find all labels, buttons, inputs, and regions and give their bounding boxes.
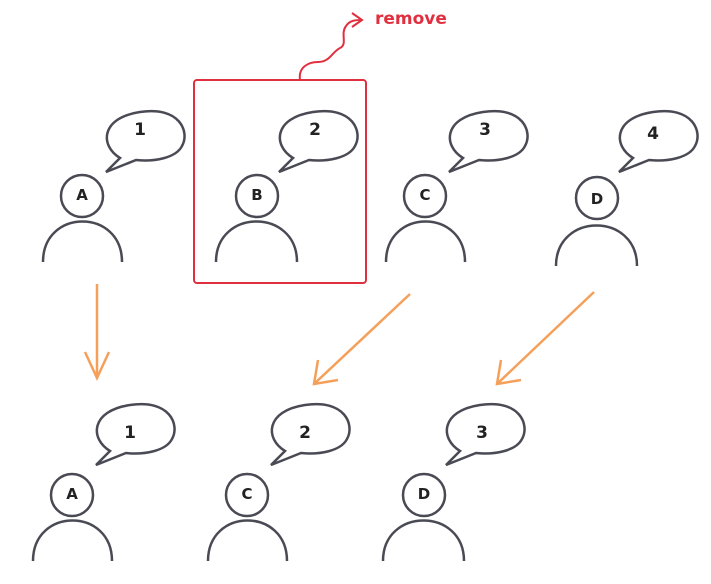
head-letter: B — [251, 186, 263, 204]
bottom-person-1: 1 A — [30, 393, 180, 573]
shoulders-icon — [381, 519, 466, 562]
bubble-number: 3 — [479, 120, 491, 140]
speech-bubble-icon — [278, 109, 359, 174]
speech-bubble-icon — [270, 402, 351, 467]
shoulders-icon — [31, 519, 114, 562]
bubble-number: 4 — [647, 124, 659, 144]
person-icon — [381, 402, 526, 562]
head-letter: D — [417, 485, 431, 503]
person-icon — [384, 109, 529, 263]
speech-bubble-icon — [448, 109, 529, 174]
head-icon — [234, 173, 280, 219]
head-icon — [49, 472, 95, 518]
bubble-number: 1 — [124, 423, 136, 443]
person-icon — [214, 109, 359, 263]
shoulders-icon — [384, 220, 467, 263]
head-icon — [224, 472, 270, 518]
shoulders-icon — [206, 519, 289, 562]
head-letter: C — [241, 485, 253, 503]
remove-arrow-icon — [351, 12, 364, 28]
bubble-number: 1 — [134, 120, 146, 140]
person-icon — [31, 402, 176, 562]
top-person-3: 3 C — [383, 100, 533, 280]
speech-bubble-icon — [445, 402, 526, 467]
head-icon — [574, 175, 620, 221]
person-icon — [206, 402, 351, 562]
bottom-person-3: 3 D — [380, 393, 530, 573]
bubble-number: 3 — [476, 423, 488, 443]
bubble-number: 2 — [309, 120, 321, 140]
head-letter: A — [76, 186, 88, 204]
speech-bubble-icon — [105, 109, 186, 174]
arrow-c — [312, 293, 411, 386]
head-icon — [59, 173, 105, 219]
arrow-d — [495, 291, 595, 386]
bottom-person-2: 2 C — [205, 393, 355, 573]
arrow-a — [83, 284, 111, 381]
top-person-1: 1 A — [40, 100, 190, 280]
shoulders-icon — [214, 220, 299, 263]
head-icon — [402, 173, 448, 219]
shoulders-icon — [41, 220, 124, 263]
remove-connector-line — [298, 19, 363, 81]
shoulders-icon — [554, 224, 639, 267]
remove-label: remove — [375, 9, 447, 29]
speech-bubble-icon — [618, 109, 699, 174]
top-person-4: 4 D — [553, 100, 703, 280]
head-letter: C — [419, 186, 431, 204]
head-icon — [401, 472, 447, 518]
head-letter: A — [66, 485, 78, 503]
top-person-2: 2 B — [213, 100, 363, 280]
person-icon — [41, 109, 186, 263]
remove-highlight-box — [193, 79, 367, 284]
speech-bubble-icon — [95, 402, 176, 467]
head-letter: D — [590, 190, 604, 208]
bubble-number: 2 — [299, 423, 311, 443]
person-icon — [554, 109, 699, 267]
